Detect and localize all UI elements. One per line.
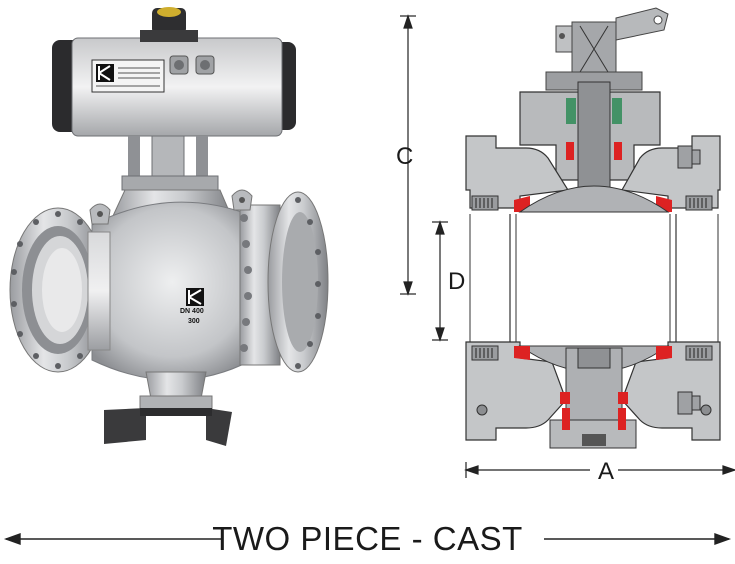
caption: TWO PIECE - CAST <box>0 519 735 559</box>
caption-text: TWO PIECE - CAST <box>212 520 523 557</box>
cross-section-icon <box>400 7 735 478</box>
body-marking-line1: DN 400 <box>180 308 204 315</box>
dimension-a-label: A <box>594 460 619 484</box>
dimension-c-label: C <box>396 143 414 170</box>
body-marking-line2: 300 <box>188 318 200 325</box>
valve-photo-icon <box>9 7 329 446</box>
caption-arrow-left <box>3 533 222 545</box>
dimension-d-label: D <box>446 268 468 295</box>
dimension-c-line <box>400 14 416 296</box>
nameplate-brand: K <box>100 63 101 64</box>
dimension-d-line <box>432 220 448 342</box>
dimension-a-line <box>464 462 735 478</box>
brand-logo-icon <box>96 64 114 82</box>
caption-arrow-right <box>544 533 732 545</box>
